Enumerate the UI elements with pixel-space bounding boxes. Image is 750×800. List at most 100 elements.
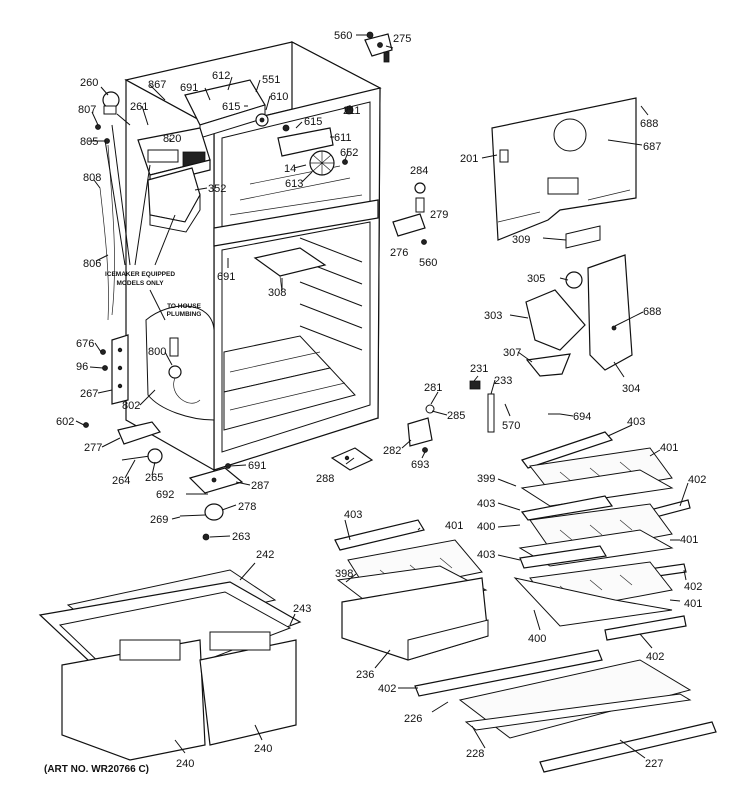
bottom-parts [83,421,244,541]
bottom-panels [414,649,717,773]
callout-label: 602 [56,416,74,428]
callout-label: 352 [208,183,226,195]
callout-label: 309 [512,234,530,246]
callout-label: 403 [477,498,495,510]
callout-label: 560 [334,30,352,42]
callout-label: 402 [378,683,396,695]
callout-label: 227 [645,758,663,770]
callout-label: 211 [343,105,361,117]
callout-label: 805 [80,136,98,148]
callout-label: 615 [222,101,240,113]
callout-label: 288 [316,473,334,485]
callout-label: 694 [573,411,591,423]
callout-label: 399 [477,473,495,485]
callout-label: 282 [383,445,401,457]
callout-label: 402 [684,581,702,593]
callout-label: 401 [445,520,463,532]
callout-label: 403 [627,416,645,428]
callout-label: 802 [122,400,140,412]
callout-label: 263 [232,531,250,543]
callout-label: 551 [262,74,280,86]
callout-label: 305 [527,273,545,285]
fan-assembly [277,105,354,176]
callout-label: 260 [80,77,98,89]
crisper-shelf [334,519,489,661]
callout-label: 611 [334,132,352,144]
callout-label: 14 [284,163,296,175]
callout-label: 242 [256,549,274,561]
callout-label: 615 [304,116,322,128]
callout-label: 401 [680,534,698,546]
callout-label: 303 [484,310,502,322]
callout-label: 570 [502,420,520,432]
callout-label: 401 [684,598,702,610]
callout-label: 277 [84,442,102,454]
callout-label: 806 [83,258,101,270]
callout-label: 652 [340,147,358,159]
callout-label: 279 [430,209,448,221]
callout-label: 612 [212,70,230,82]
callout-label: 264 [112,475,130,487]
callout-label: 398 [335,568,353,580]
callout-label: 231 [470,363,488,375]
top-hinge-275 [364,33,393,63]
door-parts-mid [407,254,633,453]
callout-label: 284 [410,165,428,177]
callout-label: 808 [83,172,101,184]
callout-label: 692 [156,489,174,501]
callout-label: 400 [528,633,546,645]
callout-label: 401 [660,442,678,454]
inner-door-201 [491,97,637,241]
icemaker-note-line1: ICEMAKER EQUIPPED [105,271,175,278]
callout-label: 228 [466,748,484,760]
callout-label: 201 [460,153,478,165]
shelf-stack [513,431,691,641]
callout-label: 560 [419,257,437,269]
callout-label: 693 [411,459,429,471]
callout-label: 304 [622,383,640,395]
callout-label: 610 [270,91,288,103]
callout-label: 265 [145,472,163,484]
icemaker-assembly [137,127,211,186]
callout-label: 236 [356,669,374,681]
callout-label: 307 [503,347,521,359]
callout-label: 240 [254,743,272,755]
screw-560 [356,31,374,39]
callout-label: 226 [404,713,422,725]
plumbing-note: TO HOUSE PLUMBING [167,303,202,318]
callout-label: 403 [344,509,362,521]
callout-label: 287 [251,480,269,492]
control-housing-612 [184,79,269,139]
callout-label: 688 [640,118,658,130]
callout-label: 276 [390,247,408,259]
bracket-267 [100,334,129,405]
callout-label: 402 [688,474,706,486]
callout-label: 403 [477,549,495,561]
callout-label: 285 [447,410,465,422]
callout-label: 402 [646,651,664,663]
leader-lines [75,45,689,759]
icemaker-note-line2: MODELS ONLY [116,280,164,287]
callout-label: 308 [268,287,286,299]
callout-label: 240 [176,758,194,770]
callout-label: 613 [285,178,303,190]
callout-label: 269 [150,514,168,526]
ice-bucket-352 [147,167,201,233]
callout-label: 261 [130,101,148,113]
callout-label: 281 [424,382,442,394]
callout-label: 400 [477,521,495,533]
callout-label: 800 [148,346,166,358]
plumbing-panel [145,305,215,421]
valve-260 [95,91,131,144]
label-309 [565,225,601,249]
callout-label: 691 [180,82,198,94]
callout-label: 96 [76,361,88,373]
icemaker-note: ICEMAKER EQUIPPED MODELS ONLY [105,271,175,287]
callout-label: 820 [163,133,181,145]
callout-label: 278 [238,501,256,513]
callout-label: 691 [217,271,235,283]
crisper-drawers [38,569,302,761]
callout-label: 233 [494,375,512,387]
callout-label: 867 [148,79,166,91]
